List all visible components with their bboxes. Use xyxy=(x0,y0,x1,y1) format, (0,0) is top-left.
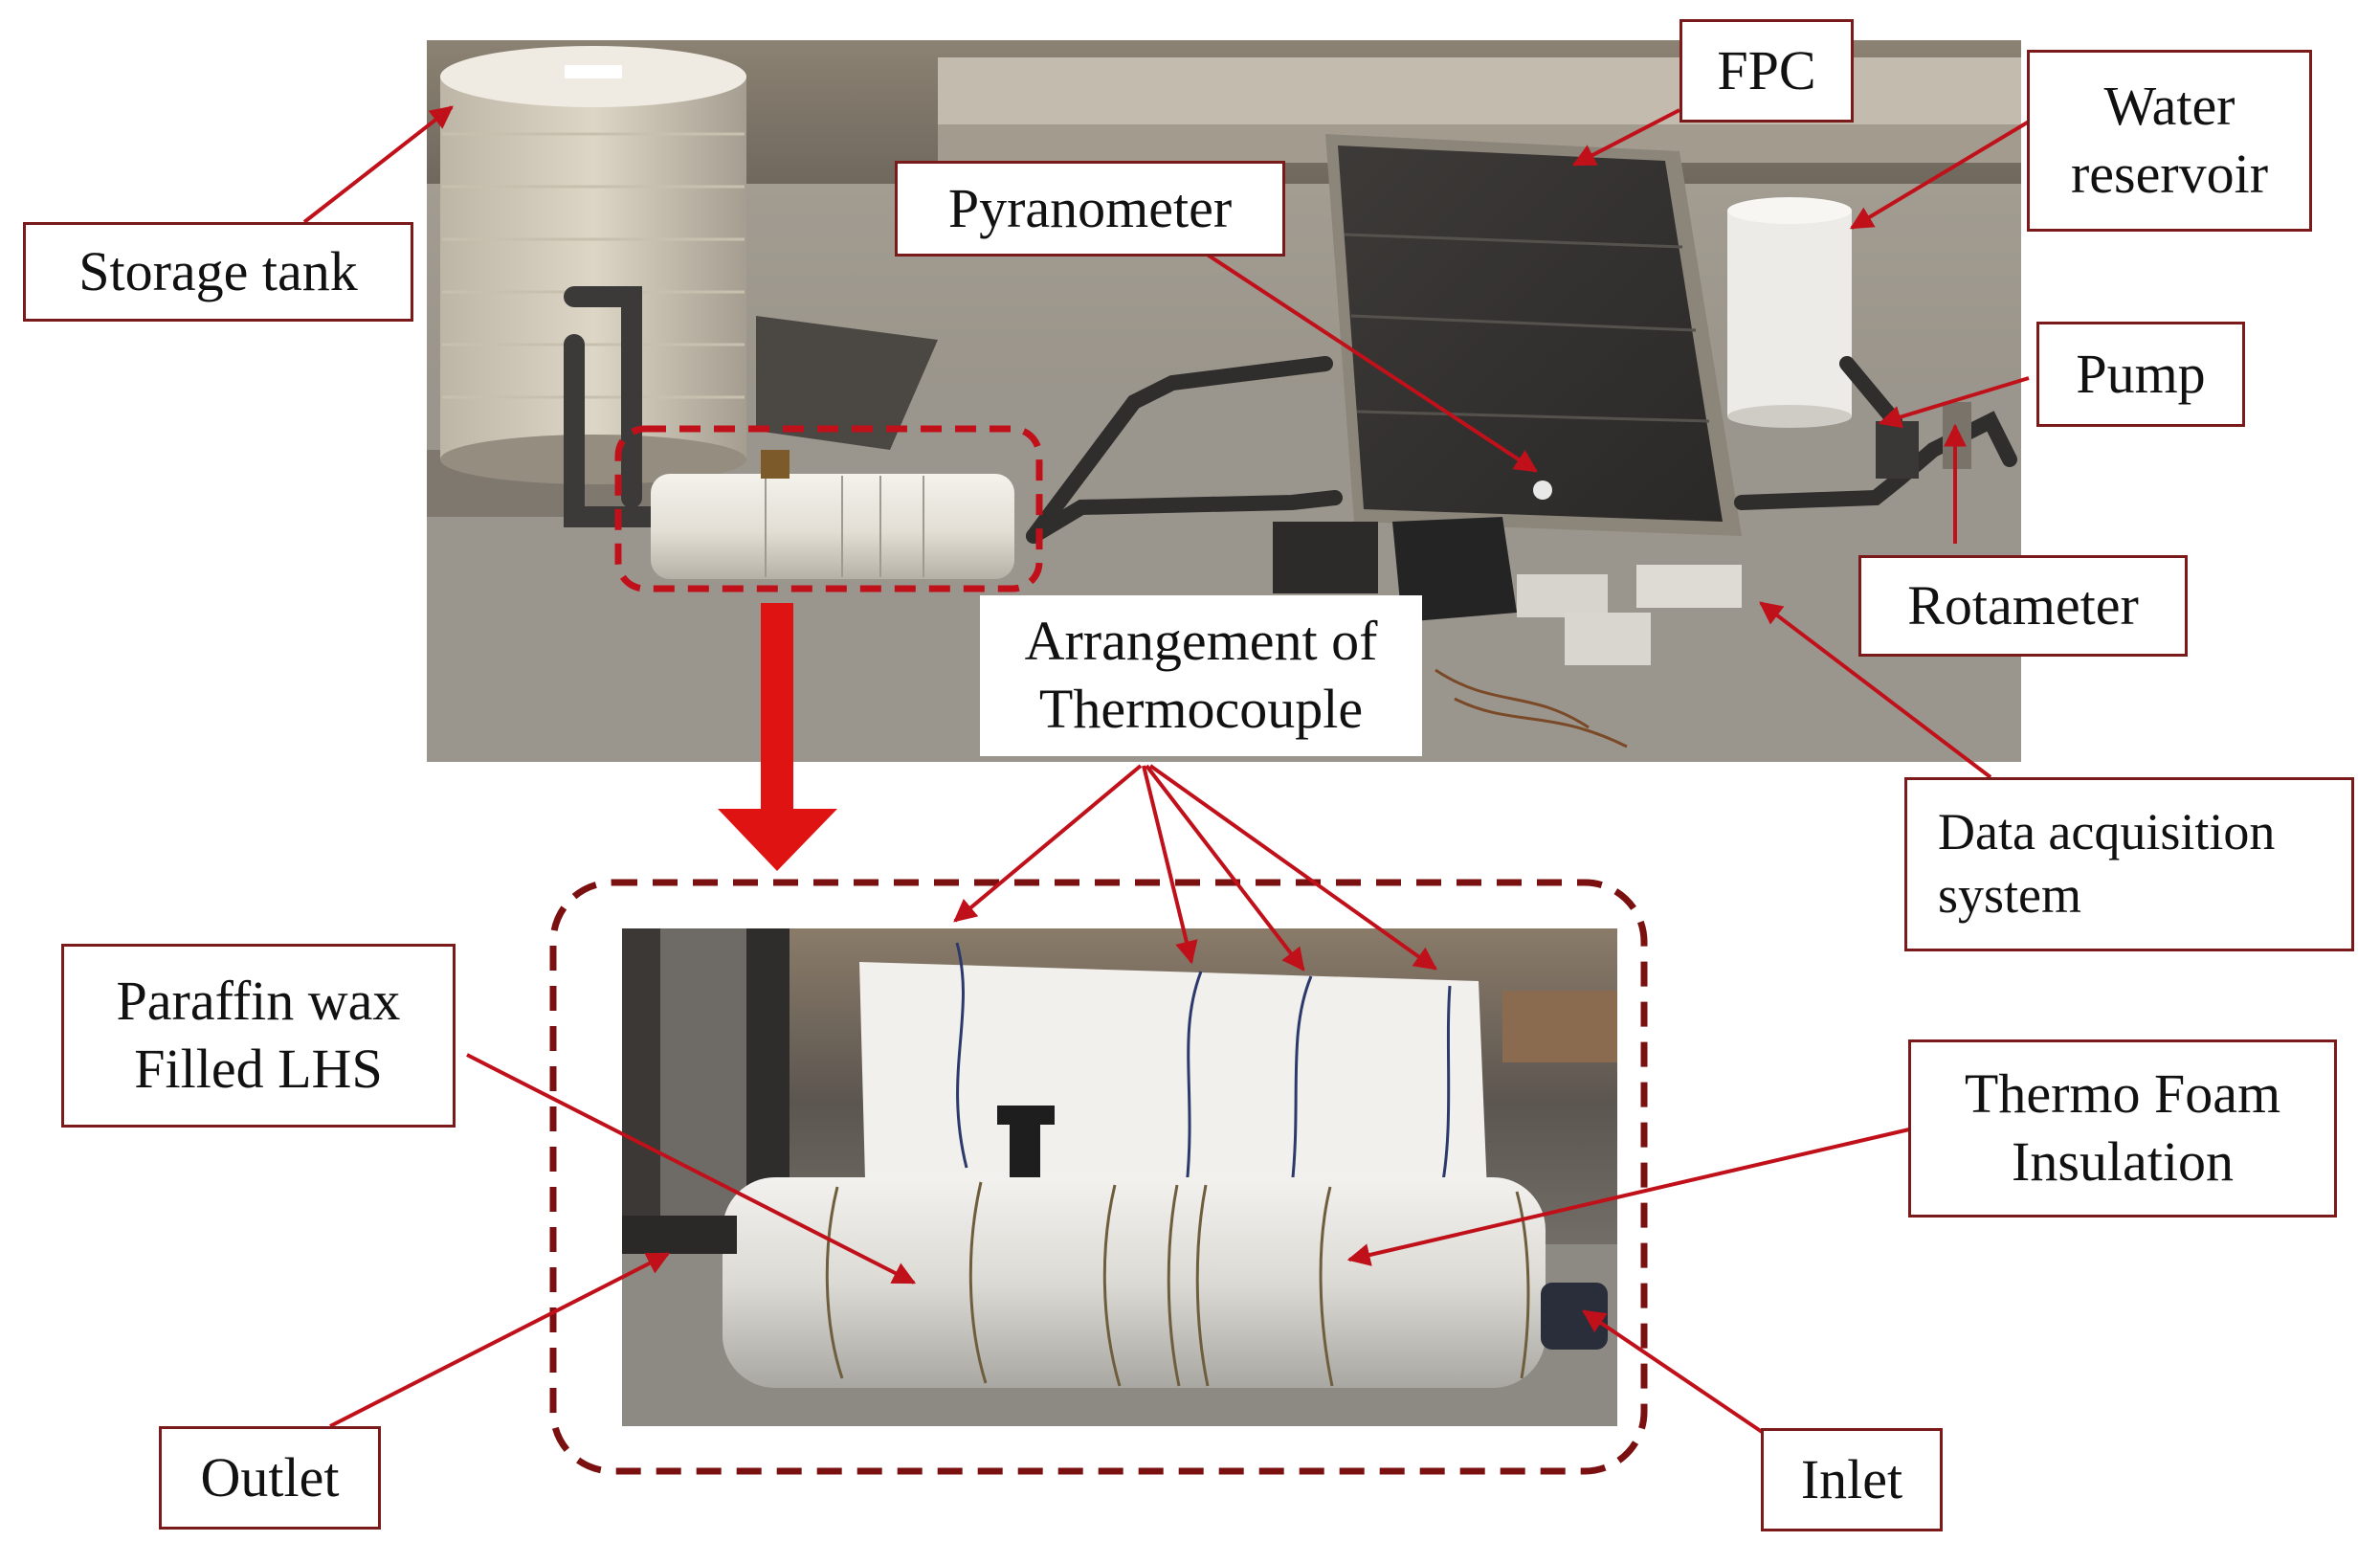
lhs-highlight-box xyxy=(614,425,1043,592)
arrow-outlet xyxy=(329,1252,671,1428)
label-pyranometer: Pyranometer xyxy=(895,161,1285,257)
label-pump: Pump xyxy=(2036,322,2245,427)
label-foam-line1: Thermo Foam xyxy=(1964,1062,2281,1126)
label-thermocouple-line2: Thermocouple xyxy=(1038,678,1364,740)
label-rotameter: Rotameter xyxy=(1858,555,2188,657)
label-pump-text: Pump xyxy=(2076,342,2206,405)
lhs-cylinder-top xyxy=(651,450,1014,579)
arrow-pump xyxy=(1878,376,2030,429)
label-rotameter-text: Rotameter xyxy=(1907,573,2139,637)
arrow-paraffin xyxy=(466,1053,917,1285)
arrow-inlet xyxy=(1582,1309,1772,1440)
arrow-daq xyxy=(1759,601,1992,779)
label-storage-tank-text: Storage tank xyxy=(78,239,358,302)
detail-frame xyxy=(549,879,1648,1475)
label-outlet: Outlet xyxy=(159,1426,381,1530)
label-inlet: Inlet xyxy=(1761,1428,1943,1531)
label-daq-line2: system xyxy=(1938,866,2082,924)
label-fpc: FPC xyxy=(1679,19,1854,123)
label-thermocouple-line1: Arrangement of xyxy=(1024,610,1378,673)
label-paraffin-line1: Paraffin wax xyxy=(116,970,401,1033)
arrow-thermocouple-1 xyxy=(953,764,1143,923)
label-foam-line2: Insulation xyxy=(2012,1130,2234,1193)
flat-plate-collector-object xyxy=(1325,134,1742,536)
label-daq-line1: Data acquisition xyxy=(1938,803,2276,861)
arrow-water-reservoir xyxy=(1849,108,2050,230)
zoom-down-arrow xyxy=(718,603,837,871)
water-reservoir-object xyxy=(1727,197,1852,428)
arrow-thermocouple-3 xyxy=(1145,764,1305,972)
label-paraffin-line2: Filled LHS xyxy=(134,1038,383,1100)
label-thermocouple: Arrangement of Thermocouple xyxy=(980,595,1422,756)
arrow-storage-tank xyxy=(302,105,454,224)
label-water-reservoir-line1: Water xyxy=(2103,75,2235,138)
arrow-foam xyxy=(1346,1128,1910,1266)
lhs-cylinder-bottom xyxy=(723,1177,1546,1388)
arrow-fpc xyxy=(1571,108,1680,167)
annotation-arrows xyxy=(302,105,2050,1440)
label-paraffin: Paraffin wax Filled LHS xyxy=(61,944,456,1128)
label-outlet-text: Outlet xyxy=(200,1445,340,1508)
storage-tank-object xyxy=(440,46,746,484)
label-daq: Data acquisition system xyxy=(1904,777,2354,951)
bottom-photo xyxy=(622,928,1617,1426)
label-storage-tank: Storage tank xyxy=(23,222,413,322)
label-fpc-text: FPC xyxy=(1717,38,1816,101)
label-foam: Thermo Foam Insulation xyxy=(1908,1039,2337,1218)
arrow-thermocouple-2 xyxy=(1142,765,1198,965)
label-water-reservoir-line2: reservoir xyxy=(2070,143,2269,205)
arrow-pyranometer xyxy=(1204,252,1539,473)
arrow-thermocouple-4 xyxy=(1148,764,1437,971)
thermocol-sheet xyxy=(859,942,1488,1216)
label-pyranometer-text: Pyranometer xyxy=(947,176,1233,239)
label-water-reservoir: Water reservoir xyxy=(2027,50,2312,232)
label-inlet-text: Inlet xyxy=(1800,1447,1903,1510)
